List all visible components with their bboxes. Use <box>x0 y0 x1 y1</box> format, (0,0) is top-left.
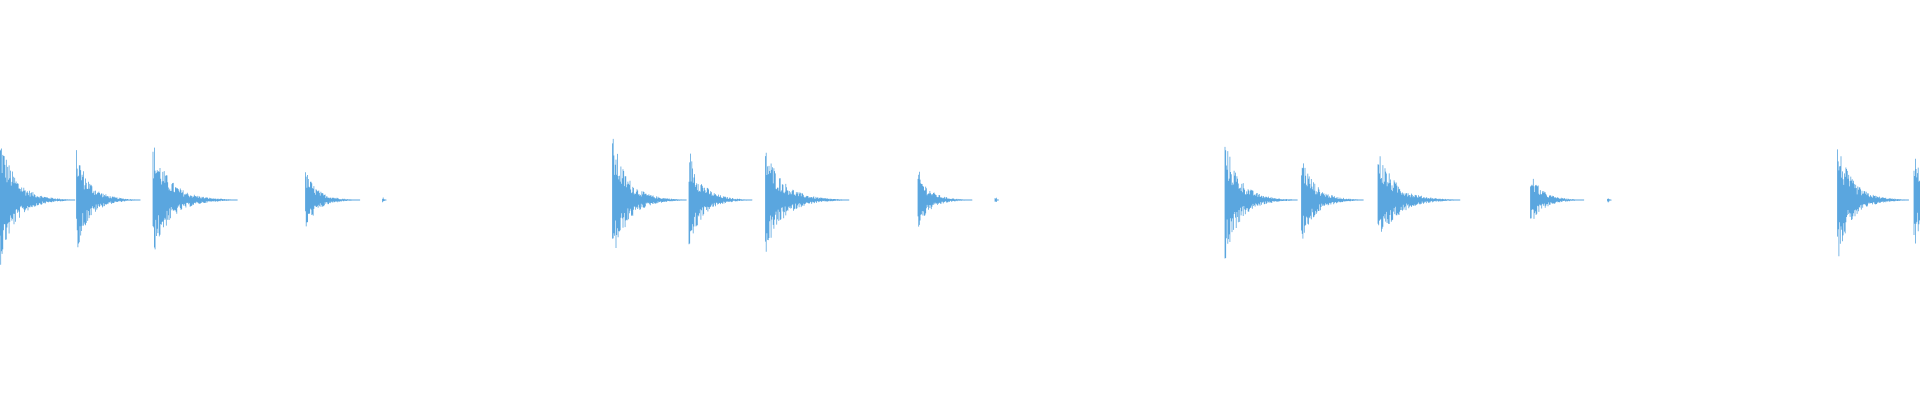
waveform-transient <box>1377 156 1461 232</box>
waveform-transient <box>765 152 850 252</box>
waveform-envelope <box>0 148 76 265</box>
waveform-transient <box>1913 158 1920 244</box>
waveform-transient <box>76 150 141 248</box>
waveform-transient <box>1301 163 1364 239</box>
waveform-envelope <box>305 172 360 227</box>
waveform-envelope <box>76 150 141 248</box>
waveform-transient <box>688 153 753 245</box>
waveform-envelope <box>152 147 238 250</box>
waveform-envelope <box>1224 146 1298 259</box>
waveform-transient <box>1224 146 1298 259</box>
waveform-transient <box>1530 178 1585 219</box>
waveform-transient <box>305 172 361 227</box>
waveform-envelope <box>1913 158 1920 244</box>
waveform-envelope <box>765 152 850 252</box>
waveform-envelope <box>1301 163 1364 239</box>
waveform-envelope <box>612 138 687 248</box>
waveform-transient <box>994 197 999 202</box>
waveform-envelope <box>1377 156 1461 232</box>
waveform-transient <box>1607 198 1612 203</box>
waveform-transient <box>382 197 387 203</box>
waveform-envelope <box>1530 178 1585 219</box>
waveform-transient <box>152 147 238 250</box>
waveform-transient <box>1837 149 1909 257</box>
waveform-envelope <box>688 153 753 245</box>
waveform-transient <box>917 171 973 227</box>
waveform-envelope <box>917 171 973 227</box>
waveform-transient <box>0 148 76 265</box>
waveform-envelope <box>1837 149 1909 257</box>
waveform-transient <box>612 138 687 248</box>
